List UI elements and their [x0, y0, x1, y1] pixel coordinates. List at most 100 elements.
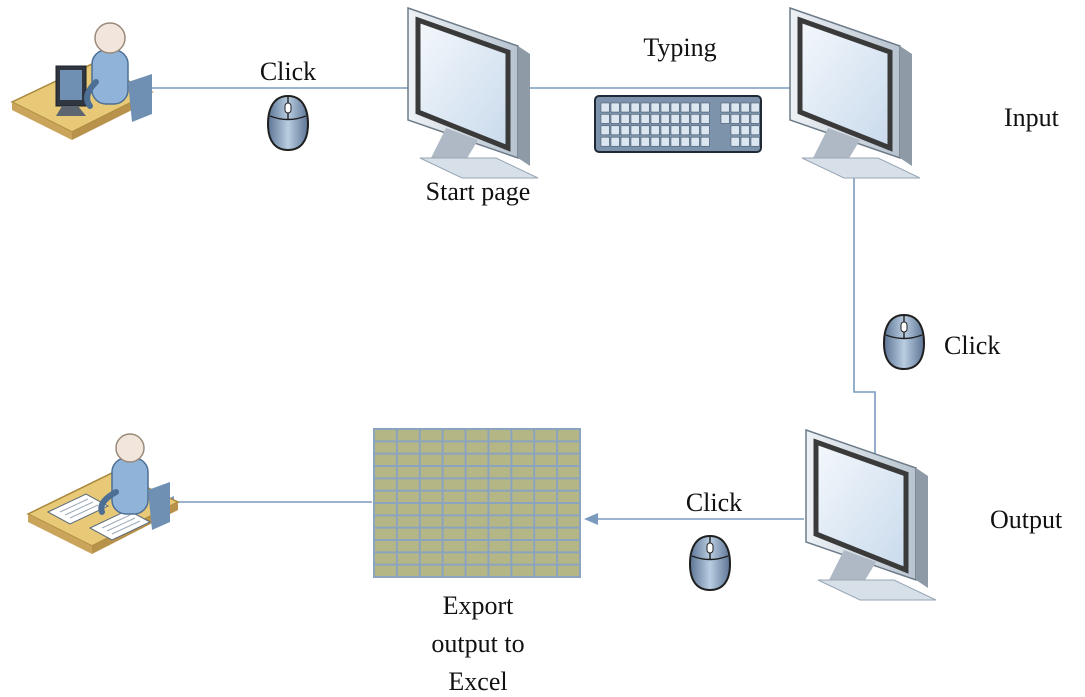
- grid-cell: [535, 430, 557, 441]
- monitor-icon: [806, 430, 936, 600]
- monitor-icon: [408, 8, 538, 178]
- export-label-line2: output to: [431, 629, 524, 658]
- typing-label: Typing: [643, 33, 716, 62]
- grid-cell: [558, 541, 579, 552]
- keyboard-key: [620, 114, 630, 124]
- grid-cell: [375, 479, 396, 490]
- keyboard-key: [640, 125, 650, 136]
- grid-cell: [443, 565, 465, 576]
- keyboard-key: [600, 125, 610, 136]
- keyboard-key: [680, 102, 690, 113]
- keyboard-key: [650, 114, 660, 124]
- user-with-documents-icon: [26, 433, 180, 554]
- grid-cell: [489, 467, 511, 478]
- click-label-top: Click: [260, 57, 316, 86]
- keyboard-key: [660, 136, 670, 147]
- grid-cell: [443, 516, 465, 527]
- keyboard-key: [660, 114, 670, 124]
- grid-cell: [558, 467, 579, 478]
- keyboard-key: [700, 102, 710, 113]
- keyboard-key: [610, 125, 620, 136]
- grid-cell: [466, 430, 488, 441]
- input-label: Input: [1004, 103, 1060, 132]
- grid-cell: [489, 454, 511, 465]
- grid-cell: [466, 467, 488, 478]
- grid-cell: [535, 528, 557, 539]
- grid-cell: [558, 479, 579, 490]
- grid-cell: [489, 430, 511, 441]
- grid-cell: [397, 553, 419, 564]
- grid-cell: [558, 528, 579, 539]
- keyboard-key: [700, 136, 710, 147]
- grid-cell: [420, 491, 442, 502]
- keyboard-key: [630, 125, 640, 136]
- grid-cell: [375, 516, 396, 527]
- keyboard-key: [690, 102, 700, 113]
- grid-cell: [420, 541, 442, 552]
- grid-cell: [397, 467, 419, 478]
- grid-cell: [397, 541, 419, 552]
- grid-cell: [397, 528, 419, 539]
- grid-cell: [535, 504, 557, 515]
- keyboard-key: [630, 136, 640, 147]
- grid-cell: [535, 454, 557, 465]
- keyboard-key: [670, 102, 680, 113]
- keyboard-key: [740, 136, 750, 147]
- keyboard-icon: [594, 95, 762, 153]
- grid-cell: [443, 454, 465, 465]
- grid-cell: [443, 479, 465, 490]
- grid-cell: [443, 504, 465, 515]
- grid-cell: [512, 479, 534, 490]
- grid-cell: [558, 516, 579, 527]
- grid-cell: [512, 467, 534, 478]
- export-label-line3: Excel: [448, 667, 507, 696]
- grid-cell: [420, 430, 442, 441]
- grid-cell: [512, 430, 534, 441]
- grid-cell: [397, 430, 419, 441]
- click-label-right: Click: [944, 331, 1000, 360]
- keyboard-key: [690, 136, 700, 147]
- mouse-icon: [689, 535, 731, 591]
- keyboard-key: [610, 114, 620, 124]
- grid-cell: [535, 442, 557, 453]
- grid-cell: [420, 479, 442, 490]
- grid-cell: [420, 454, 442, 465]
- grid-cell: [397, 491, 419, 502]
- grid-cell: [512, 504, 534, 515]
- grid-cell: [489, 528, 511, 539]
- grid-cell: [397, 442, 419, 453]
- grid-cell: [489, 504, 511, 515]
- grid-cell: [420, 516, 442, 527]
- grid-cell: [489, 491, 511, 502]
- grid-cell: [397, 454, 419, 465]
- grid-cell: [375, 491, 396, 502]
- output-label: Output: [990, 505, 1063, 534]
- grid-cell: [375, 528, 396, 539]
- export-label-line1: Export: [443, 591, 515, 620]
- keyboard-key: [730, 102, 740, 113]
- keyboard-key: [600, 136, 610, 147]
- grid-cell: [420, 565, 442, 576]
- mouse-icon: [883, 314, 925, 370]
- grid-cell: [558, 430, 579, 441]
- grid-cell: [375, 504, 396, 515]
- arrowhead-grid: [584, 513, 598, 525]
- grid-cell: [443, 442, 465, 453]
- grid-cell: [375, 430, 396, 441]
- grid-cell: [489, 553, 511, 564]
- keyboard-key: [630, 102, 640, 113]
- keyboard-key: [640, 114, 650, 124]
- grid-cell: [375, 553, 396, 564]
- grid-cell: [489, 442, 511, 453]
- keyboard-key: [690, 125, 700, 136]
- grid-cell: [512, 565, 534, 576]
- keyboard-key: [670, 125, 680, 136]
- grid-cell: [512, 491, 534, 502]
- keyboard-key: [660, 102, 670, 113]
- grid-cell: [558, 454, 579, 465]
- grid-cell: [535, 565, 557, 576]
- keyboard-key: [750, 136, 760, 147]
- grid-cell: [466, 516, 488, 527]
- grid-cell: [466, 553, 488, 564]
